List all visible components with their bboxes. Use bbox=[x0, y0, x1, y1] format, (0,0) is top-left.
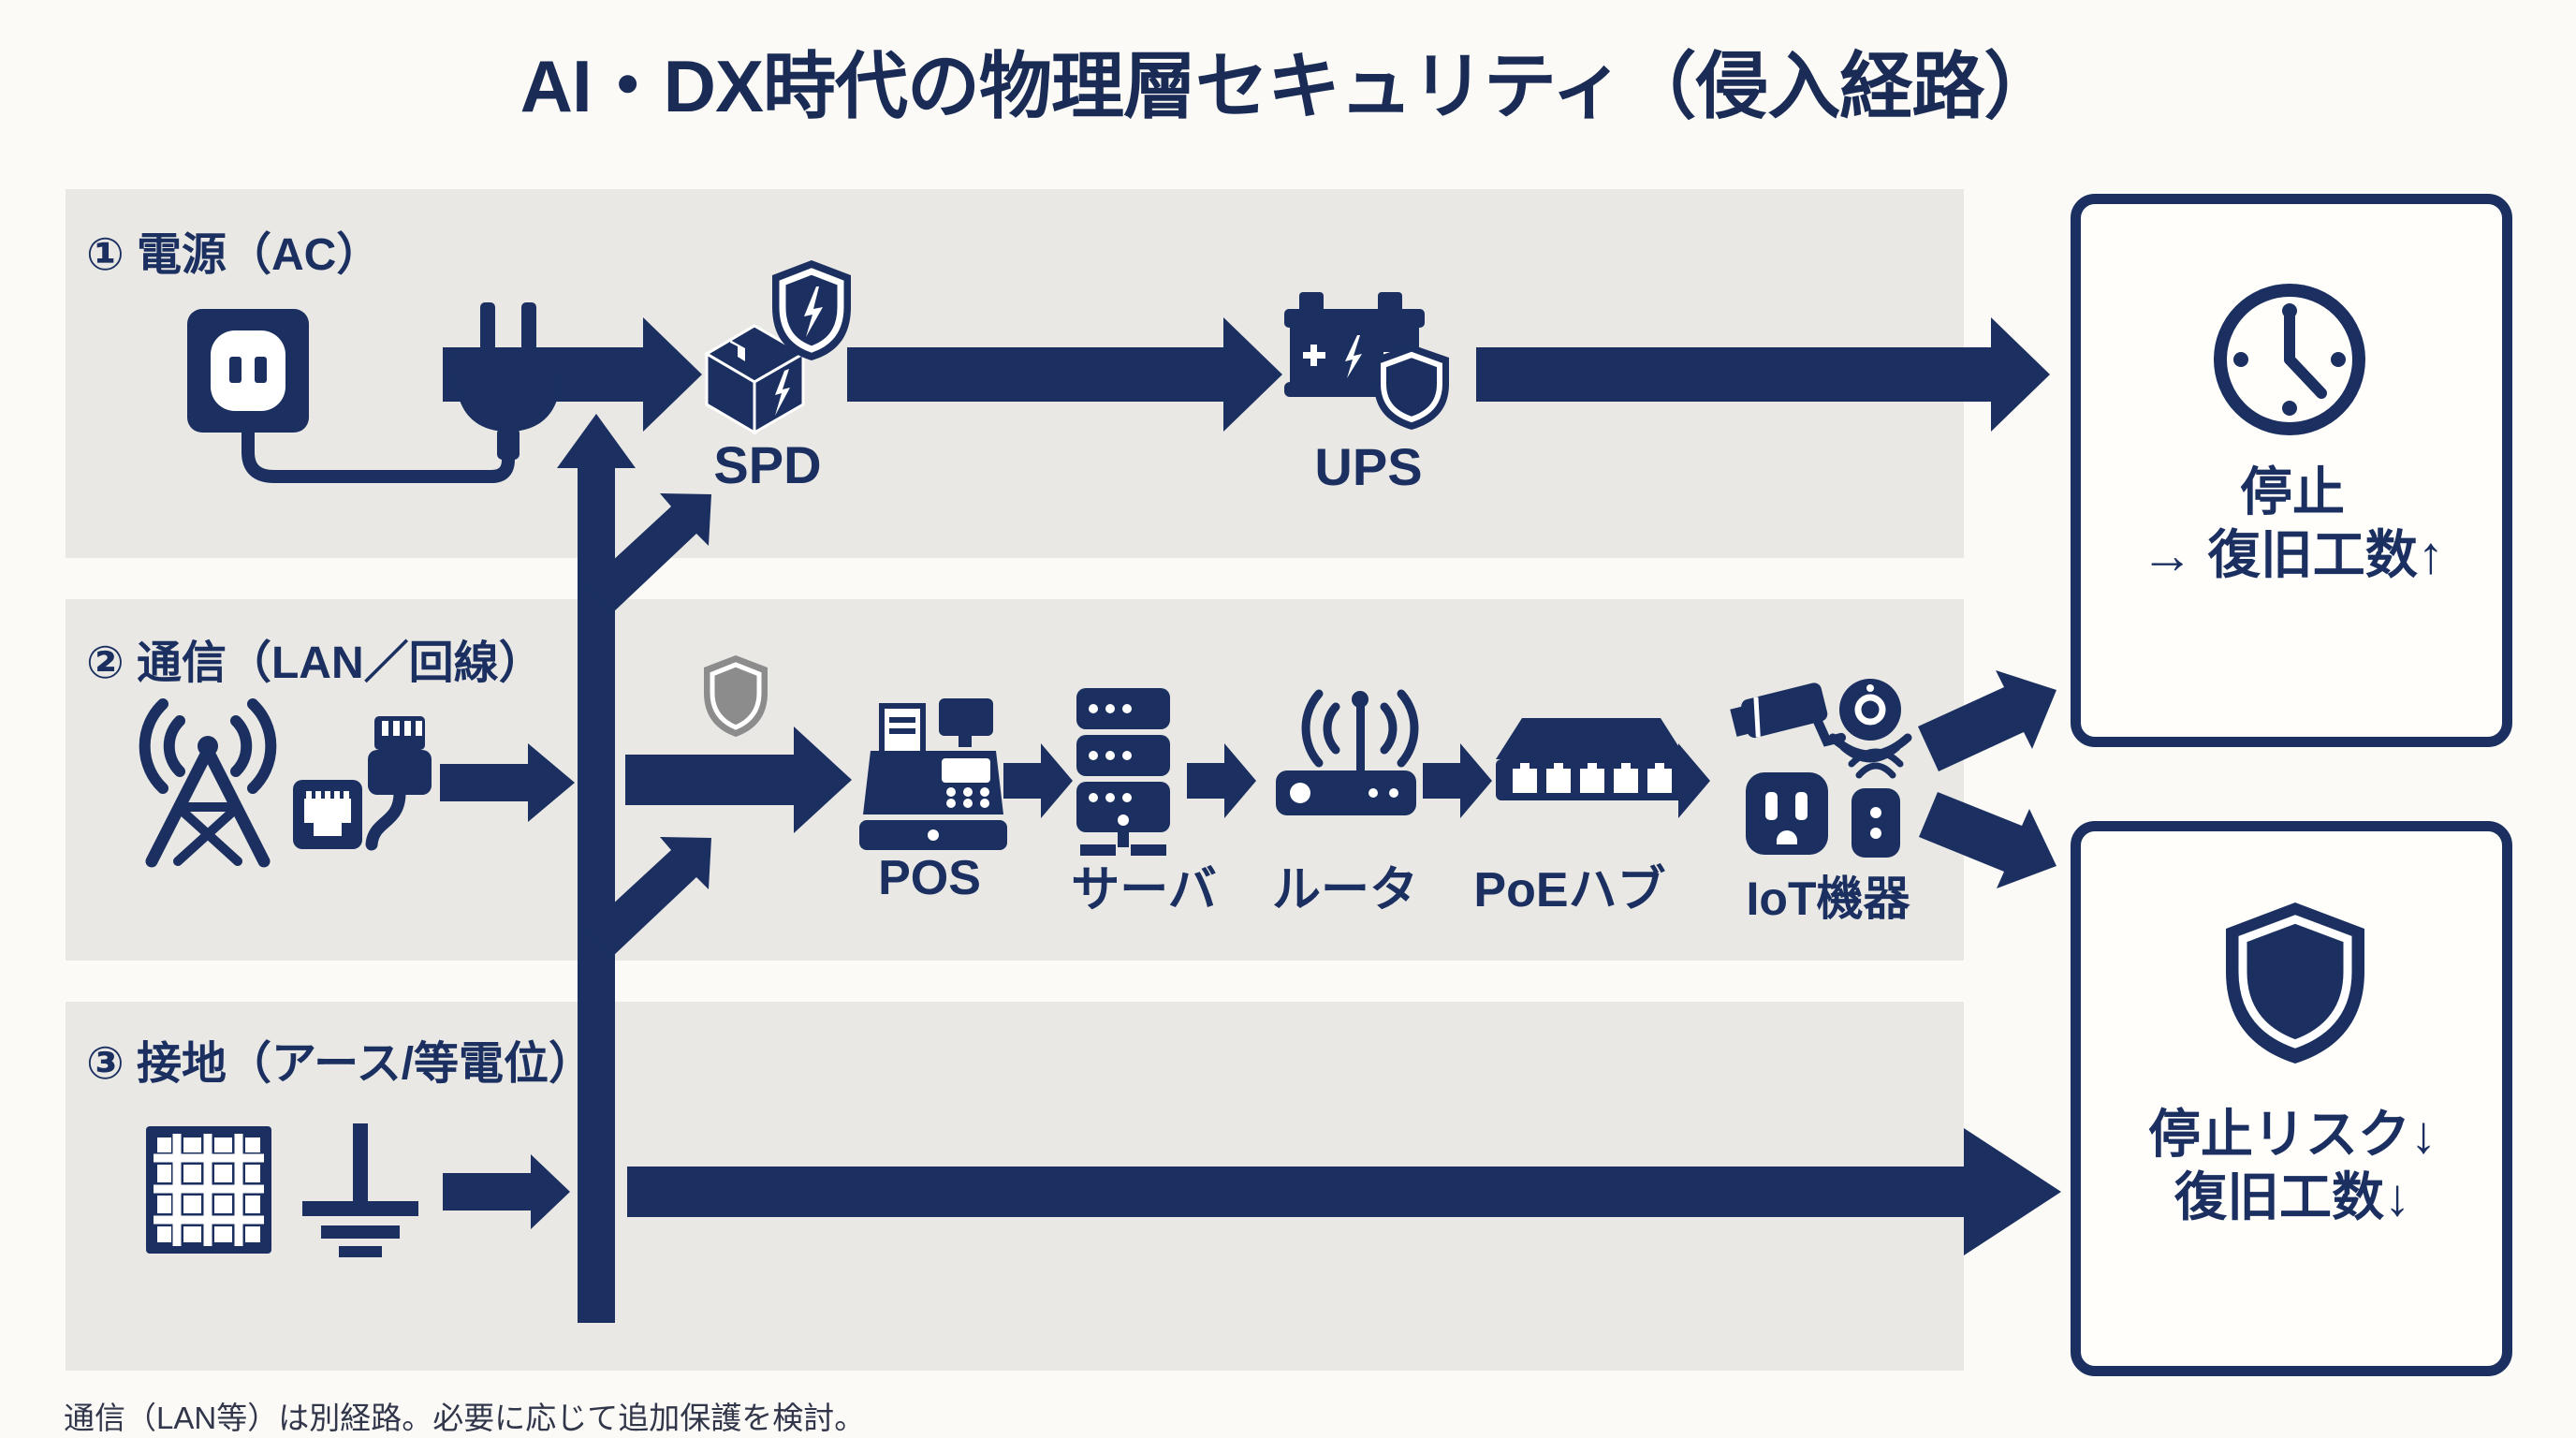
spd-label: SPD bbox=[713, 435, 822, 494]
arrow-earth-to-trunk bbox=[443, 1154, 570, 1229]
lan-port-icon bbox=[293, 780, 362, 849]
webcam-icon bbox=[1828, 679, 1912, 763]
protect-shield-icon bbox=[2226, 902, 2364, 1064]
arrow-iot-to-protect-box bbox=[1919, 792, 2056, 888]
arrow-iot-to-stop-box bbox=[1918, 670, 2056, 771]
poe-hub-icon bbox=[1496, 718, 1688, 800]
ups-icon bbox=[1284, 292, 1449, 430]
power-outlet-plug-icon bbox=[187, 302, 561, 483]
page-title: AI・DX時代の物理層セキュリティ（侵入経路） bbox=[520, 45, 2057, 127]
cctv-camera-icon bbox=[1730, 682, 1847, 747]
outcome-protect-line1: 停止リスク↓ bbox=[2148, 1105, 2437, 1164]
arrow-ground-to-protect-box bbox=[627, 1128, 2061, 1255]
arrow-router-to-hub bbox=[1423, 743, 1492, 818]
outcome-stop-text: 停止 → 復旧工数↑ bbox=[2141, 461, 2444, 586]
poe-hub-label: PoEハブ bbox=[1473, 863, 1666, 917]
clock-icon bbox=[2214, 284, 2365, 435]
arrow-lan-to-trunk bbox=[440, 743, 575, 822]
band-label-comm: ② 通信（LAN／回線） bbox=[86, 638, 544, 688]
iot-label: IoT機器 bbox=[1746, 873, 1910, 925]
gray-shield-icon bbox=[704, 655, 768, 737]
iot-devices-icon bbox=[1730, 679, 1912, 858]
outcome-stop-line1: 停止 bbox=[2240, 462, 2345, 521]
band-label-power: ① 電源（AC） bbox=[86, 230, 382, 280]
ground-trunk-arrow bbox=[557, 414, 711, 1323]
band-label-ground: ③ 接地（アース/等電位） bbox=[86, 1039, 594, 1089]
spd-icon bbox=[704, 260, 851, 435]
arrow-server-to-router bbox=[1187, 743, 1256, 818]
arrow-trunk-to-pos bbox=[625, 726, 852, 833]
server-icon bbox=[1076, 688, 1170, 856]
cell-antenna-icon bbox=[139, 698, 277, 868]
arrow-ups-to-outcome bbox=[1476, 317, 2050, 432]
outlet-socket-icon bbox=[1746, 772, 1828, 855]
outcome-stop-line2: → 復旧工数↑ bbox=[2141, 525, 2444, 585]
outcome-stop-box bbox=[2071, 194, 2512, 747]
smart-remote-icon bbox=[1848, 748, 1904, 858]
footnote: 通信（LAN等）は別経路。必要に応じて追加保護を検討。 bbox=[64, 1401, 866, 1435]
earth-ground-icon bbox=[302, 1123, 418, 1257]
pos-register-icon bbox=[859, 698, 1007, 850]
ups-label: UPS bbox=[1314, 437, 1423, 496]
outcome-protect-box bbox=[2071, 821, 2512, 1376]
router-label: ルータ bbox=[1271, 863, 1419, 917]
arrow-pos-to-server bbox=[1003, 743, 1073, 818]
outcome-protect-text: 停止リスク↓ 復旧工数↓ bbox=[2148, 1103, 2437, 1228]
outcome-protect-line2: 復旧工数↓ bbox=[2174, 1167, 2410, 1227]
lan-plug-icon bbox=[365, 716, 432, 851]
router-icon bbox=[1276, 689, 1419, 815]
server-label: サーバ bbox=[1071, 863, 1217, 917]
mesh-grid-icon bbox=[146, 1126, 271, 1254]
arrow-spd-to-ups bbox=[847, 317, 1282, 432]
pos-label: POS bbox=[878, 851, 981, 905]
